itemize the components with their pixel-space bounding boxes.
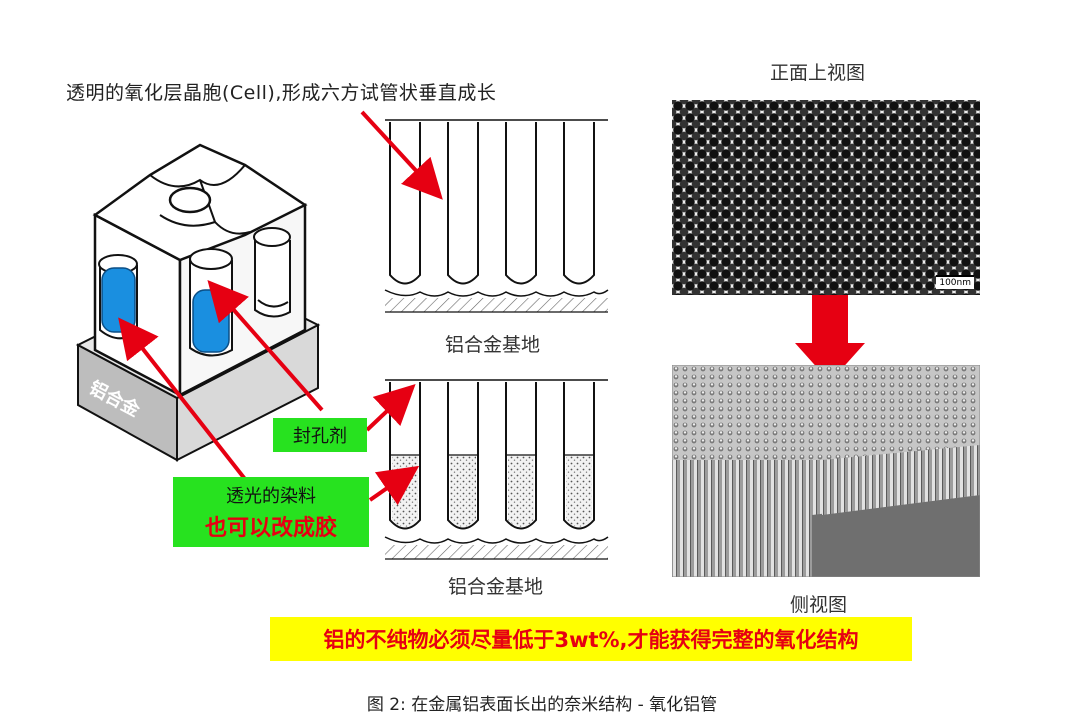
sealant-text: 封孔剂 — [293, 426, 347, 447]
dye-text: 透光的染料 — [226, 486, 316, 507]
annotation-arrows — [118, 110, 443, 506]
arrow-dye-cell — [118, 317, 254, 490]
sem-side-view-image — [672, 365, 980, 577]
tube-section-top — [384, 119, 609, 313]
substrate-label-top: 铝合金基地 — [445, 334, 541, 356]
dye-label: 透光的染料 也可以改成胶 — [173, 477, 369, 547]
side-view-label: 侧视图 — [790, 594, 848, 616]
figure-caption: 图 2: 在金属铝表面长出的奈米结构 - 氧化铝管 — [366, 695, 718, 715]
dye-alt-text: 也可以改成胶 — [204, 516, 337, 541]
top-view-label: 正面上视图 — [770, 62, 866, 84]
down-arrow-icon — [795, 295, 865, 382]
nanotube-forest-texture — [672, 365, 980, 577]
substrate-label-bottom: 铝合金基地 — [448, 576, 544, 598]
impurity-notice: 铝的不纯物必须尽量低于3wt%,才能获得完整的氧化结构 — [270, 617, 912, 661]
arrow-to-tube — [360, 110, 443, 200]
tube-section-bottom — [384, 379, 609, 560]
arrow-dye — [368, 465, 420, 506]
sealant-label: 封孔剂 — [273, 418, 367, 452]
arrow-sealant — [365, 384, 416, 432]
sem-top-view-image: 100nm — [672, 100, 980, 295]
arrow-sealant-cell — [207, 279, 324, 412]
cell-3d-model — [75, 143, 321, 462]
diagram-title: 透明的氧化层晶胞(Cell),形成六方试管状垂直成长 — [66, 82, 497, 104]
scale-bar-label: 100nm — [936, 275, 974, 289]
